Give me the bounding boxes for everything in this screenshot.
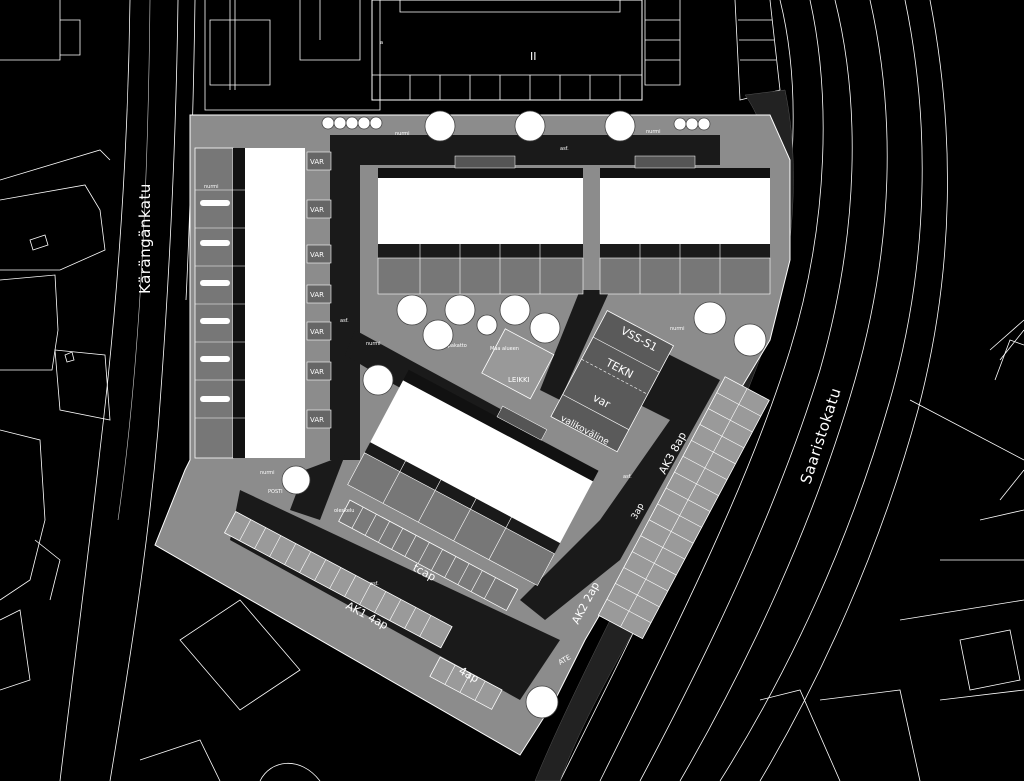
north-east-stair xyxy=(634,155,696,169)
mg-alue-label: Maa alueen xyxy=(490,346,519,352)
north-east-walkway xyxy=(600,168,770,178)
var-label-4: VAR xyxy=(310,291,324,299)
asf-label-1: asf. xyxy=(560,146,569,152)
asf-label-4: asf. xyxy=(370,581,379,587)
asf-label-2: asf. xyxy=(340,318,349,324)
street-label-west: Kärängänkatu xyxy=(136,183,154,294)
central-walkway xyxy=(403,369,599,482)
var-label-6: VAR xyxy=(310,368,324,376)
north-east-balconies xyxy=(600,244,770,258)
nurmi-label-3: nurmi xyxy=(204,184,219,190)
west-building-units xyxy=(195,189,305,419)
nurmi-label-7: nurmi xyxy=(670,326,685,332)
nurmi-label-2: nurmi xyxy=(646,129,661,135)
central-building xyxy=(370,380,593,544)
asf-label-3: asf. xyxy=(623,474,632,480)
luppakatto-label: luppakatto xyxy=(440,343,467,349)
var-label-7: VAR xyxy=(310,416,324,424)
north-block-label: II xyxy=(530,50,537,63)
nurmi-label-1: nurmi xyxy=(395,131,410,137)
east-parking xyxy=(597,376,770,640)
north-east-divisions xyxy=(639,244,721,294)
north-buildings xyxy=(204,0,781,111)
var-label-3: VAR xyxy=(310,251,324,259)
north-east-building xyxy=(600,178,770,244)
south-parking xyxy=(223,511,453,649)
west-building-terraces xyxy=(194,147,234,459)
nurmi-label-6: nurmi xyxy=(366,341,381,347)
north-center-stair xyxy=(454,155,516,169)
posti-label: POSTI xyxy=(268,489,283,495)
utility-block xyxy=(550,310,675,453)
trees xyxy=(281,110,767,719)
ap-south-parking xyxy=(429,656,503,710)
west-hedges xyxy=(200,200,230,402)
central-yards xyxy=(347,452,555,586)
north-center-building xyxy=(378,178,583,244)
leikki-label: LEIKKI xyxy=(508,376,530,384)
var-label-1: VAR xyxy=(310,158,324,166)
west-building xyxy=(245,148,305,458)
var-label-2: VAR xyxy=(310,206,324,214)
south-buildings xyxy=(139,599,321,781)
nurmi-label-4: nurmi xyxy=(260,470,275,476)
north-center-walkway xyxy=(378,168,583,178)
north-center-balconies xyxy=(378,244,583,258)
north-east-yards xyxy=(599,257,771,295)
ap-parking xyxy=(338,499,519,612)
central-building-group xyxy=(347,369,599,586)
north-small-label: a xyxy=(380,40,383,46)
west-building-walkway xyxy=(233,148,245,458)
north-center-divisions xyxy=(419,244,541,294)
oleskelu-label: oleskelu xyxy=(334,508,354,514)
var-storages xyxy=(306,151,332,429)
playground xyxy=(481,328,555,400)
north-center-yards xyxy=(377,257,584,295)
east-street-lines xyxy=(559,0,1024,781)
var-label-5: VAR xyxy=(310,328,324,336)
central-balconies xyxy=(364,442,561,554)
